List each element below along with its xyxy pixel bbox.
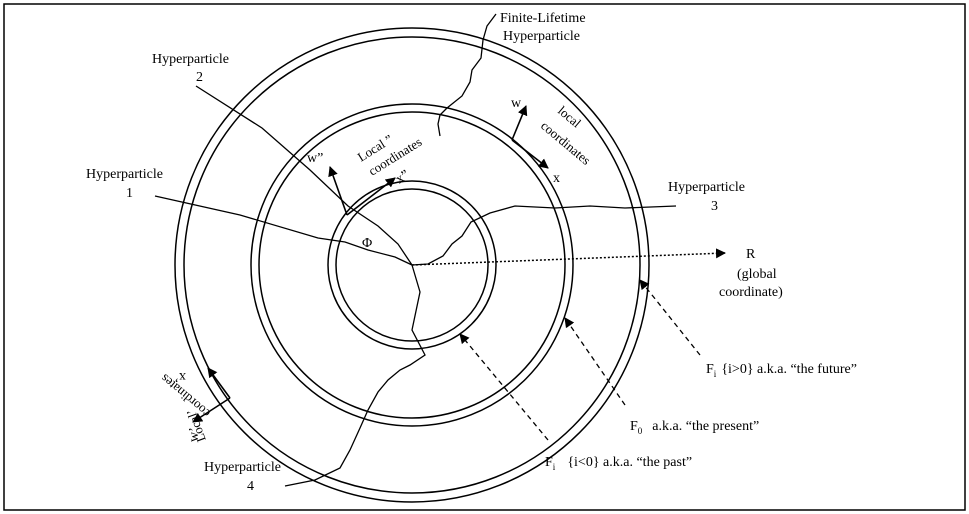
label-present: F0 a.k.a. “the present”: [630, 419, 759, 436]
label-hyperparticle-4-line1: Hyperparticle: [204, 460, 281, 475]
label-x-prime: x’: [174, 369, 186, 384]
label-hyperparticle-1-line1: Hyperparticle: [86, 167, 163, 182]
w-prime-axis: [192, 397, 231, 423]
x-prime-axis: [207, 367, 231, 399]
arrow-present: [564, 317, 626, 406]
label-future-f: F: [706, 362, 714, 377]
label-w-dprime: w”: [307, 151, 323, 166]
label-past: Fi {i<0} a.k.a. “the past”: [545, 455, 692, 472]
label-r: R: [746, 247, 756, 262]
label-hyperparticle-2-line1: Hyperparticle: [152, 52, 229, 67]
label-x: x: [553, 171, 560, 186]
label-hyperparticle-3-line2: 3: [711, 199, 718, 214]
ring-past: [327, 180, 497, 350]
label-w-prime: w’: [187, 427, 202, 442]
frame-border: [3, 3, 966, 511]
worldline-hyperparticle-3: [411, 205, 677, 266]
x-axis: [511, 139, 549, 169]
label-x-dprime: x”: [393, 168, 412, 188]
label-future: Fi {i>0} a.k.a. “the future”: [706, 362, 857, 379]
ring-future: [174, 27, 650, 503]
w-dprime-axis: [328, 166, 348, 216]
worldline-finite-lifetime: [437, 13, 497, 137]
label-present-f: F: [630, 419, 638, 434]
label-global-line2: coordinate): [719, 285, 783, 300]
label-finite-lifetime-line1: Finite-Lifetime: [500, 11, 586, 26]
label-past-sub: i: [553, 462, 556, 472]
label-hyperparticle-2-line2: 2: [196, 70, 203, 85]
label-finite-lifetime-line2: Hyperparticle: [503, 29, 580, 44]
label-future-sub: i: [714, 369, 717, 379]
x-dprime-axis: [346, 177, 396, 216]
label-w: w: [511, 96, 522, 111]
worldline-hyperparticle-4: [284, 264, 426, 487]
label-hyperparticle-4-line2: 4: [247, 479, 254, 494]
w-axis: [511, 105, 528, 141]
global-coordinate-line: [411, 248, 726, 266]
ring-present: [250, 103, 574, 427]
label-global-line1: (global: [737, 267, 777, 282]
label-past-f: F: [545, 455, 553, 470]
label-hyperparticle-3-line1: Hyperparticle: [668, 180, 745, 195]
label-future-text: {i>0} a.k.a. “the future”: [721, 362, 857, 377]
label-present-text: a.k.a. “the present”: [652, 419, 759, 434]
arrow-future: [639, 279, 701, 356]
worldline-hyperparticle-2: [195, 85, 413, 266]
arrow-past: [459, 333, 549, 441]
worldline-hyperparticle-1: [154, 195, 413, 266]
label-local-line2: coordinates: [538, 118, 594, 168]
label-past-text: {i<0} a.k.a. “the past”: [567, 455, 692, 470]
label-hyperparticle-1-line2: 1: [126, 186, 133, 201]
label-phi: Φ: [362, 236, 372, 251]
label-present-sub: 0: [638, 426, 643, 436]
